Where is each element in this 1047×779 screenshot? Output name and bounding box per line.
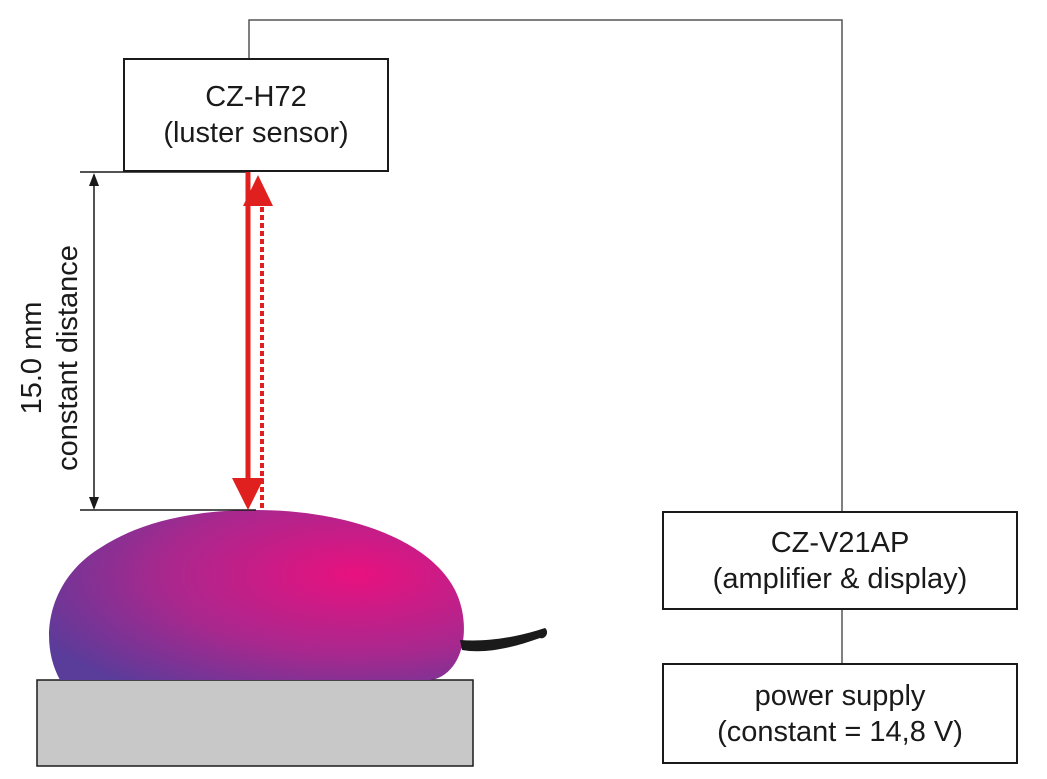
beam-arrowhead-down bbox=[232, 478, 264, 510]
beam-arrowhead-up bbox=[243, 175, 273, 206]
signal-wire bbox=[248, 19, 843, 511]
distance-value: 15.0 mm bbox=[16, 301, 48, 415]
sensor-description: (luster sensor) bbox=[163, 117, 349, 149]
amplifier-model: CZ-V21AP bbox=[770, 526, 910, 559]
dimension-arrow-bottom bbox=[89, 497, 99, 510]
power-supply-voltage: (constant = 14,8 V) bbox=[717, 715, 963, 748]
power-supply-box: power supply (constant = 14,8 V) bbox=[662, 663, 1018, 764]
power-supply-label: power supply bbox=[754, 679, 926, 712]
sensor-model: CZ-H72 bbox=[205, 81, 307, 113]
sample-shape bbox=[49, 510, 464, 680]
distance-note: constant distance bbox=[52, 245, 84, 471]
sample-tail bbox=[460, 628, 548, 652]
distance-label: 15.0 mm constant distance bbox=[10, 168, 90, 548]
sensor-box: CZ-H72 (luster sensor) bbox=[123, 58, 389, 172]
dimension-arrow-top bbox=[89, 173, 99, 186]
amplifier-description: (amplifier & display) bbox=[712, 562, 968, 595]
sample-stage bbox=[36, 679, 474, 767]
amplifier-box: CZ-V21AP (amplifier & display) bbox=[662, 511, 1018, 610]
